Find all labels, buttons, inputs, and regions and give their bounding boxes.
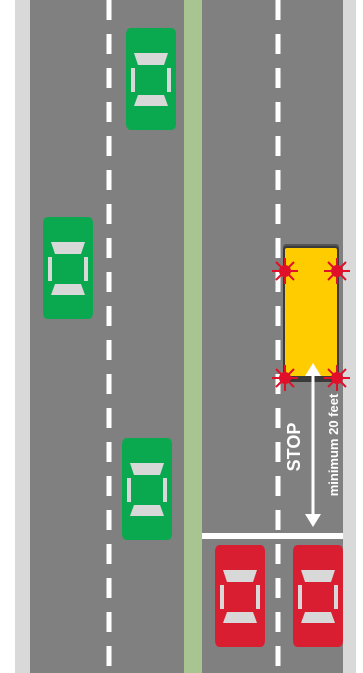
red-car-1 [215,545,265,647]
car-side-window-left [298,585,302,609]
distance-label: minimum 20 feet [326,393,341,496]
green-car-3 [122,438,172,540]
car-side-window-left [48,257,52,281]
car-rear-window [134,95,168,106]
car-rear-window [51,284,85,295]
red-car-2 [293,545,343,647]
car-side-window-right [334,585,338,609]
car-rear-window [130,505,164,516]
median-strip [184,0,202,673]
car-side-window-left [127,478,131,502]
car-side-window-right [84,257,88,281]
car-side-window-right [163,478,167,502]
car-windshield [51,242,85,254]
car-side-window-right [256,585,260,609]
left-shoulder [15,0,30,673]
car-windshield [301,570,335,582]
green-car-1 [126,28,176,130]
car-rear-window [223,612,257,623]
car-windshield [134,53,168,65]
car-side-window-left [220,585,224,609]
stop-line [202,533,343,539]
car-rear-window [301,612,335,623]
car-windshield [130,463,164,475]
stop-label: STOP [284,423,304,472]
car-side-window-left [131,68,135,92]
bus-body [284,247,338,379]
green-car-2 [43,217,93,319]
car-windshield [223,570,257,582]
car-side-window-right [167,68,171,92]
right-shoulder [343,0,356,673]
